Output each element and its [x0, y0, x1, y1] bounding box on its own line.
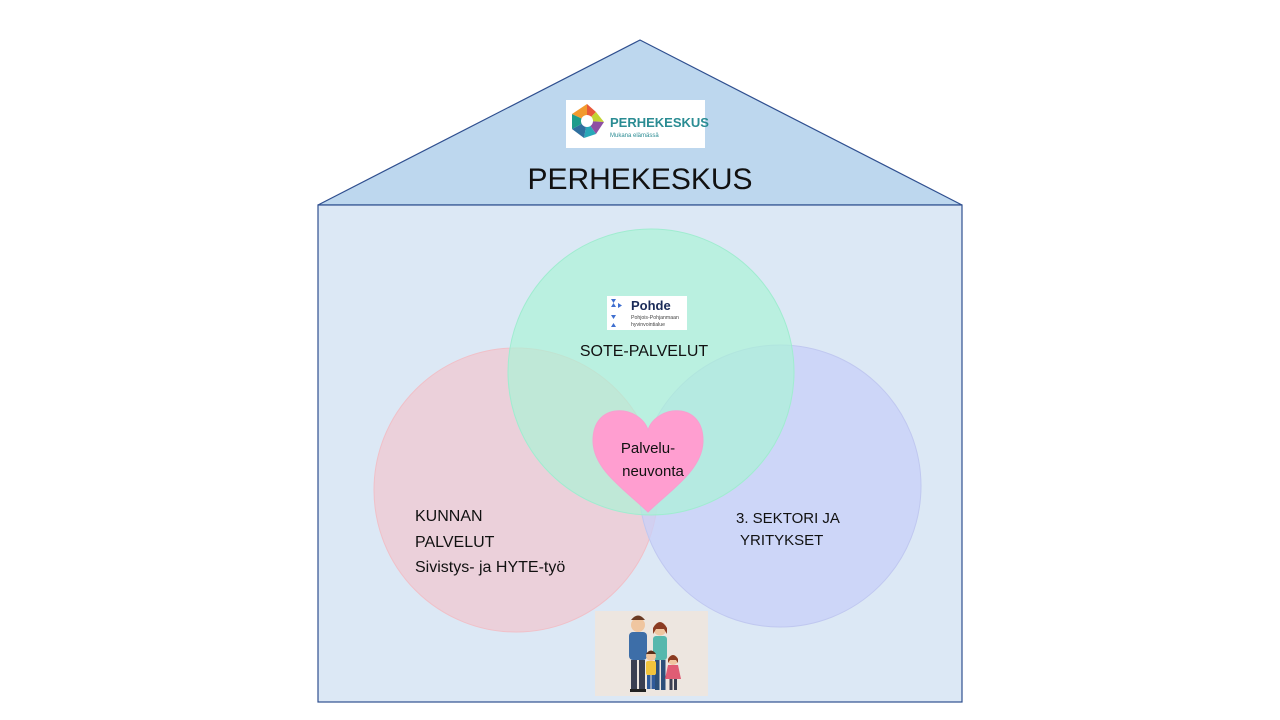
pohde-logo-subtitle-2: hyvinvointialue [631, 322, 665, 328]
heart-label-2: neuvonta [622, 463, 684, 480]
kunnan-label-3: Sivistys- ja HYTE-työ [415, 559, 565, 576]
kunnan-label-1: KUNNAN [415, 508, 483, 525]
family-icon [595, 611, 708, 696]
perhekeskus-logo-name: PERHEKESKUS [610, 115, 709, 130]
sektori-label-1: 3. SEKTORI JA [736, 510, 840, 527]
sote-label: SOTE-PALVELUT [580, 343, 709, 360]
pohde-logo: Pohde Pohjois-Pohjanmaan hyvinvointialue [607, 296, 687, 330]
heart-label-1: Palvelu- [621, 440, 675, 457]
sektori-label-2: YRITYKSET [740, 532, 823, 549]
circle-sote-palvelut [507, 228, 795, 516]
pohde-logo-name: Pohde [631, 298, 671, 313]
kunnan-label-2: PALVELUT [415, 534, 495, 551]
heart-palveluneuvonta [592, 410, 704, 513]
house-title: PERHEKESKUS [527, 163, 752, 196]
pohde-logo-subtitle-1: Pohjois-Pohjanmaan [631, 315, 679, 321]
perhekeskus-logo-tagline: Mukana elämässä [610, 133, 659, 139]
perhekeskus-logo: PERHEKESKUS Mukana elämässä [566, 100, 709, 148]
